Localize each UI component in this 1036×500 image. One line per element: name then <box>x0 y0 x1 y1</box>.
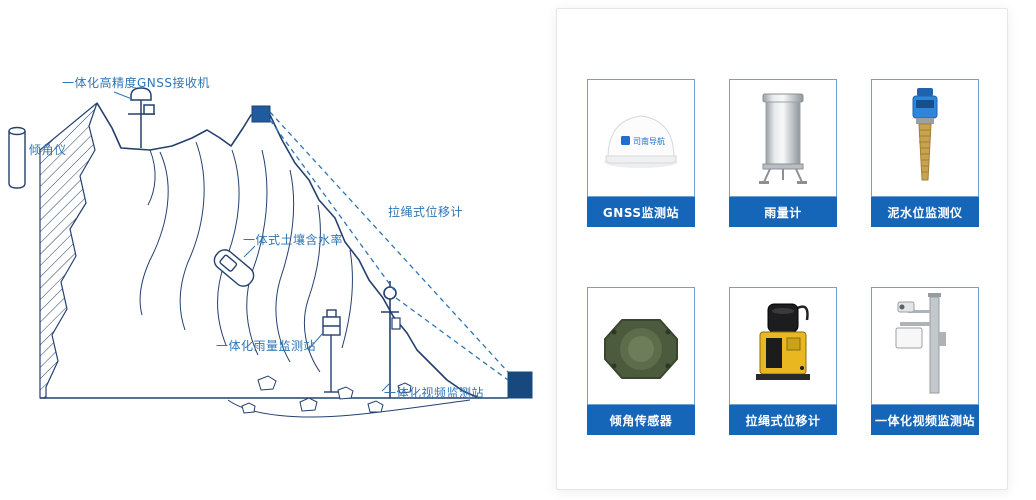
tilt-sensor-icon <box>587 287 695 405</box>
product-card-label: GNSS监测站 <box>587 197 695 227</box>
ground-second-line <box>227 399 471 418</box>
product-card-label: 雨量计 <box>729 197 837 227</box>
product-card-mud-level[interactable]: 泥水位监测仪 <box>871 79 979 227</box>
soil-moisture-sensor-icon <box>213 249 255 287</box>
product-card-gnss[interactable]: 司南导航 GNSS监测站 <box>587 79 695 227</box>
label-gnss-receiver: 一体化高精度GNSS接收机 <box>62 76 211 90</box>
rain-gauge-icon <box>729 79 837 197</box>
anchor-block <box>507 371 533 399</box>
terrain-outline <box>96 102 480 399</box>
rocks <box>241 375 412 414</box>
rain-station-icon <box>322 309 341 393</box>
product-panel: 司南导航 GNSS监测站 <box>556 8 1008 490</box>
video-camera-icon <box>381 281 401 398</box>
gnss-antenna-icon <box>128 87 155 148</box>
label-video-station: 一体化视频监测站 <box>384 386 485 400</box>
leader-lines <box>113 91 391 392</box>
label-rain-station: 一体化雨量监测站 <box>216 339 317 353</box>
product-card-grid: 司南导航 GNSS监测站 <box>557 9 1007 435</box>
product-card-label: 泥水位监测仪 <box>871 197 979 227</box>
gnss-logo-text: 司南导航 <box>633 136 665 146</box>
rope-displacement-meter-icon <box>729 287 837 405</box>
product-card-tilt-sensor[interactable]: 倾角传感器 <box>587 287 695 435</box>
label-soil-moisture: 一体式土壤含水率 <box>243 233 344 247</box>
rope-dashed-lines <box>269 111 509 381</box>
slope-diagram-canvas <box>8 87 533 418</box>
product-card-label: 倾角传感器 <box>587 405 695 435</box>
product-card-label: 拉绳式位移计 <box>729 405 837 435</box>
gnss-dome-icon: 司南导航 <box>587 79 695 197</box>
product-card-video-station[interactable]: 一体化视频监测站 <box>871 287 979 435</box>
product-card-rain-gauge[interactable]: 雨量计 <box>729 79 837 227</box>
slope-monitoring-diagram: 一体化高精度GNSS接收机 倾角仪 拉绳式位移计 一体式土壤含水率 一体化雨量监… <box>8 76 533 418</box>
product-card-rope-meter[interactable]: 拉绳式位移计 <box>729 287 837 435</box>
video-monitoring-station-icon <box>871 287 979 405</box>
sensor-box <box>251 105 271 123</box>
label-rope-displacement: 拉绳式位移计 <box>388 205 464 219</box>
label-inclinometer: 倾角仪 <box>29 143 67 157</box>
mud-water-level-sensor-icon <box>871 79 979 197</box>
product-card-label: 一体化视频监测站 <box>871 405 979 435</box>
inclinometer-icon <box>8 126 26 189</box>
